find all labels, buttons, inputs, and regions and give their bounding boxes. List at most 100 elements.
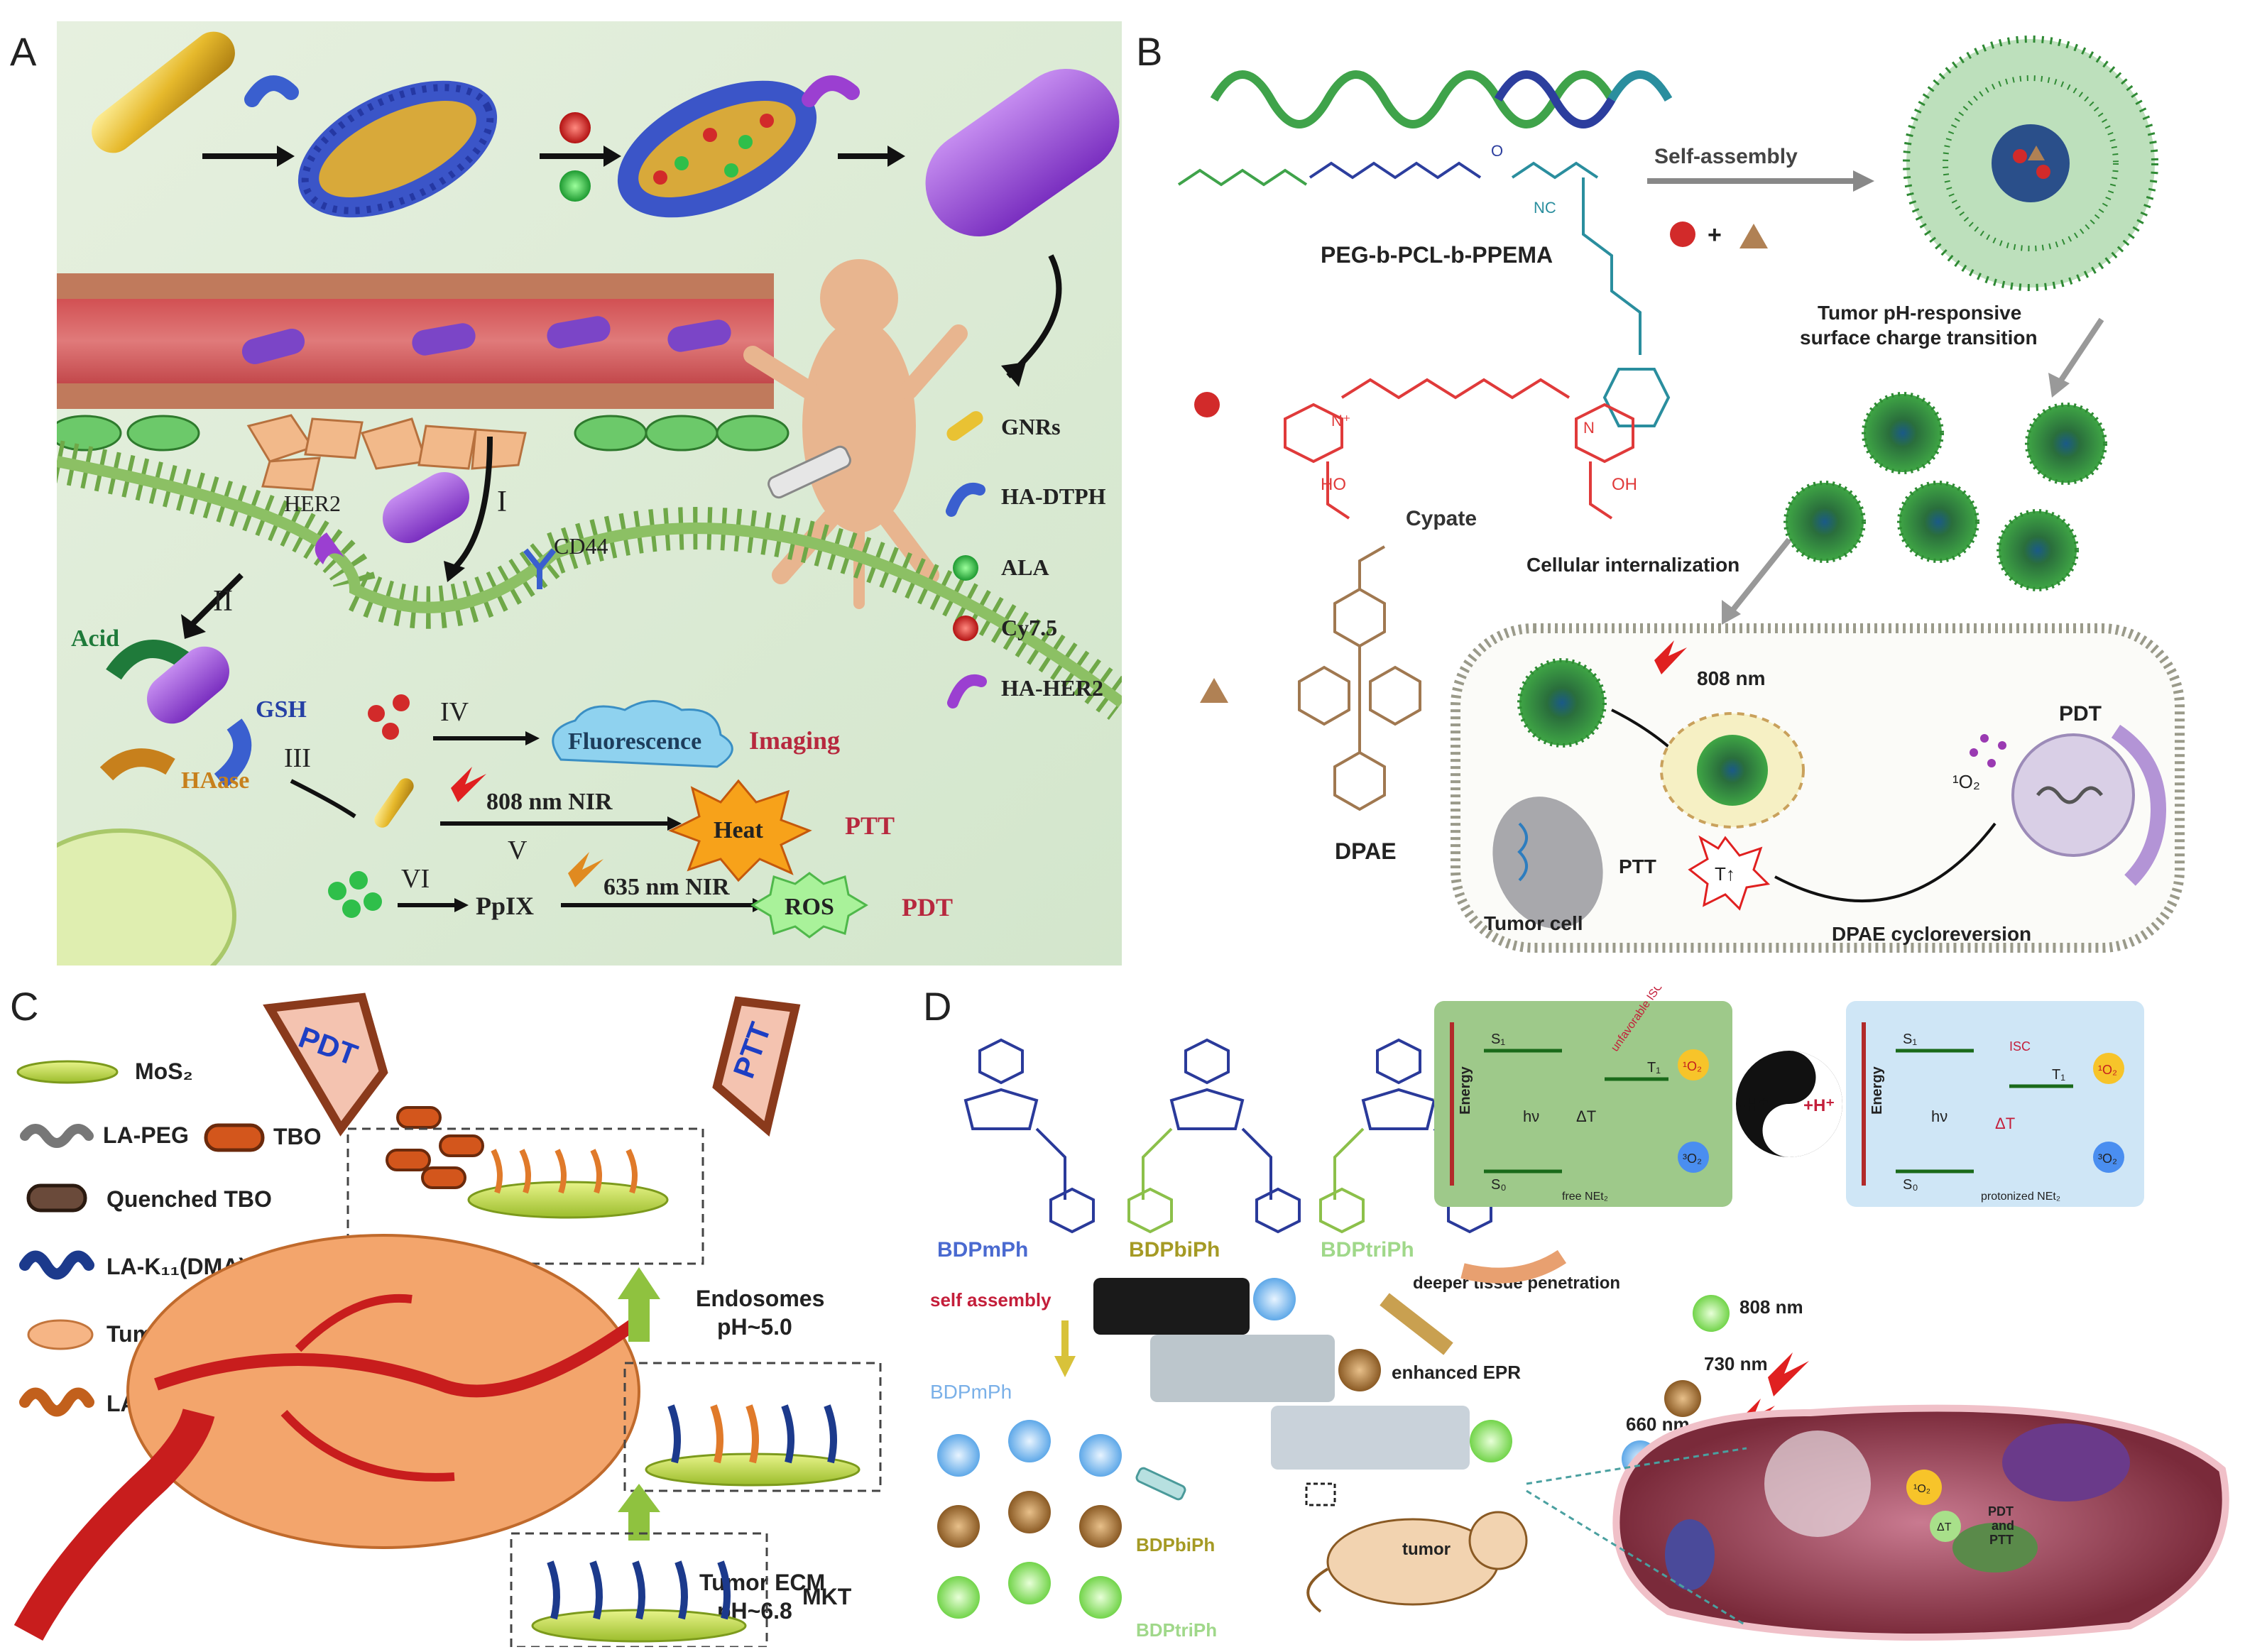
piperidine-ring bbox=[1602, 368, 1671, 427]
cypate-dot bbox=[1670, 221, 1695, 247]
legend-a-gnrs-label: GNRs bbox=[1001, 414, 1061, 439]
t1-free: T₁ bbox=[1647, 1060, 1661, 1076]
triplet-oxygen-protonized-icon bbox=[2093, 1142, 2124, 1173]
lightning-635-icon bbox=[568, 852, 603, 887]
chem-oh-label: OH bbox=[1612, 475, 1637, 494]
mkt-label: MKT bbox=[802, 1584, 852, 1609]
energy-diagram-protonized bbox=[1846, 1001, 2144, 1207]
nanoparticle-grid bbox=[937, 1420, 1122, 1619]
delta-t-free: ΔT bbox=[1576, 1107, 1596, 1125]
ala-cluster bbox=[328, 871, 382, 918]
gsh-arrow-icon bbox=[214, 718, 252, 789]
transition-arrow bbox=[2056, 317, 2104, 385]
internalization-arrow-head bbox=[1722, 600, 1741, 625]
pdt-and-label-3: PTT bbox=[1989, 1533, 2014, 1547]
self-assembly-d-label: self assembly bbox=[930, 1289, 1052, 1311]
penetration-arrow bbox=[1380, 1293, 1453, 1355]
endothelial-cells bbox=[57, 273, 774, 409]
loaded-nanorod bbox=[617, 80, 817, 218]
legend-a-cy75-swatch bbox=[953, 616, 978, 641]
er-structure bbox=[2111, 724, 2167, 886]
plus-sign: + bbox=[1708, 221, 1722, 248]
ppema-wave bbox=[1607, 70, 1673, 102]
energy-label-protonized: Energy bbox=[1869, 1066, 1885, 1115]
chem-ho-label: HO bbox=[1321, 475, 1346, 494]
train-highspeed-image bbox=[1150, 1335, 1335, 1402]
transition-line-2: surface charge transition bbox=[1800, 327, 2038, 349]
internalization-arrow bbox=[1730, 537, 1792, 613]
singlet-oxygen-protonized: ¹O₂ bbox=[2098, 1063, 2117, 1077]
step-v-label: V bbox=[508, 836, 528, 865]
ppix-label: PpIX bbox=[476, 892, 534, 920]
transition-line-1: Tumor pH-responsive bbox=[1818, 302, 2021, 324]
endosomes-label: Endosomes bbox=[696, 1286, 824, 1311]
panel-c-label: C bbox=[10, 984, 39, 1029]
legend-a-ha-her2-swatch bbox=[947, 674, 987, 709]
panel-d-diagram: BDPmPh BDPbiPh BDPtriPh Energy S₁ S₀ T₁ … bbox=[930, 980, 2229, 1641]
bound-nanoparticle bbox=[383, 472, 469, 543]
energy-levels-free bbox=[1484, 1049, 1668, 1174]
cypate-label: Cypate bbox=[1406, 507, 1477, 530]
ros-label: ROS bbox=[785, 894, 834, 920]
hv-free: hν bbox=[1523, 1107, 1539, 1125]
step-iv-label: IV bbox=[440, 697, 469, 727]
nir808-label: 808 nm NIR bbox=[486, 789, 613, 815]
arrow-step-vi-head bbox=[454, 898, 469, 912]
temperature-label: T↑ bbox=[1715, 863, 1735, 885]
bdpbiph-structure bbox=[1169, 1038, 1301, 1234]
feeding-vessel bbox=[13, 1408, 215, 1641]
lightning-808-b-icon bbox=[1654, 640, 1687, 674]
o2-singlet-d: ¹O₂ bbox=[1913, 1483, 1930, 1495]
legend-a-ala-label: ALA bbox=[1001, 554, 1049, 580]
singlet-oxygen-protonized-icon bbox=[2093, 1053, 2124, 1084]
dpae-label: DPAE bbox=[1335, 838, 1397, 864]
fluorescence-label: Fluorescence bbox=[568, 728, 701, 755]
legend-a-ha-dtph-label: HA-DTPH bbox=[1001, 483, 1106, 509]
ecm-label: Tumor ECM bbox=[699, 1570, 825, 1595]
pdt-beam bbox=[263, 992, 388, 1137]
cycloreversion-arrow bbox=[1774, 822, 1997, 903]
legend-c-la-k11-dma-swatch bbox=[19, 1250, 94, 1280]
panel-b-label: B bbox=[1136, 29, 1163, 74]
step-vi-label: VI bbox=[401, 864, 430, 894]
golgi-d bbox=[2002, 1423, 2130, 1501]
arrow-step-i-head bbox=[444, 561, 465, 582]
micelle-large bbox=[1903, 35, 2158, 291]
chem-nc-label: NC bbox=[1534, 199, 1556, 217]
hv-protonized: hν bbox=[1931, 1107, 1948, 1125]
dna-icon bbox=[2036, 786, 2103, 804]
endosomes-ph-label: pH~5.0 bbox=[717, 1314, 792, 1340]
self-assembly-arrow-head bbox=[1853, 170, 1874, 192]
cell-d bbox=[1612, 1404, 2229, 1641]
singlet-oxygen-free-icon bbox=[1678, 1049, 1709, 1081]
self-assembly-label: Self-assembly bbox=[1654, 145, 1798, 168]
bdpmph-particle-d bbox=[1253, 1278, 1296, 1320]
middle-inset-chains bbox=[667, 1404, 837, 1464]
middle-inset-box bbox=[623, 1362, 882, 1492]
step-ii-label: II bbox=[213, 585, 233, 618]
self-assembly-d-arrow-head bbox=[1054, 1356, 1076, 1377]
peg-wave bbox=[1210, 70, 1616, 128]
chem-o-label: O bbox=[1491, 142, 1503, 160]
bottom-inset-chains bbox=[547, 1560, 731, 1620]
compound-bdpmph: BDPmPh bbox=[937, 1238, 1028, 1262]
step-i-label: I bbox=[497, 486, 507, 518]
t1-protonized: T₁ bbox=[2052, 1067, 2065, 1083]
legend-a-cy75-label: Cy7.5 bbox=[1001, 615, 1057, 640]
compound-bdptriph: BDPtriPh bbox=[1321, 1238, 1414, 1262]
small-micelles bbox=[1784, 392, 2107, 591]
step-iii-label: III bbox=[284, 743, 311, 773]
particle-808 bbox=[1693, 1295, 1730, 1332]
released-nanoparticle bbox=[147, 646, 229, 724]
pdt-b-label: PDT bbox=[2059, 702, 2102, 726]
heat-burst-icon bbox=[668, 779, 812, 882]
ros-burst-icon bbox=[750, 872, 868, 939]
peg-chain bbox=[1177, 168, 1308, 187]
ptt-beam bbox=[712, 996, 801, 1137]
bdptriph-label-d: BDPtriPh bbox=[1136, 1619, 1217, 1641]
particle-730 bbox=[1664, 1380, 1701, 1417]
ecm-arrow-c-head bbox=[618, 1484, 660, 1512]
s1-free: S₁ bbox=[1491, 1032, 1505, 1047]
panel-c: MoS₂ LA-PEG TBO Quenched TBO LA-K₁₁(DMA)… bbox=[13, 987, 909, 1648]
cy75-cluster bbox=[368, 694, 410, 740]
